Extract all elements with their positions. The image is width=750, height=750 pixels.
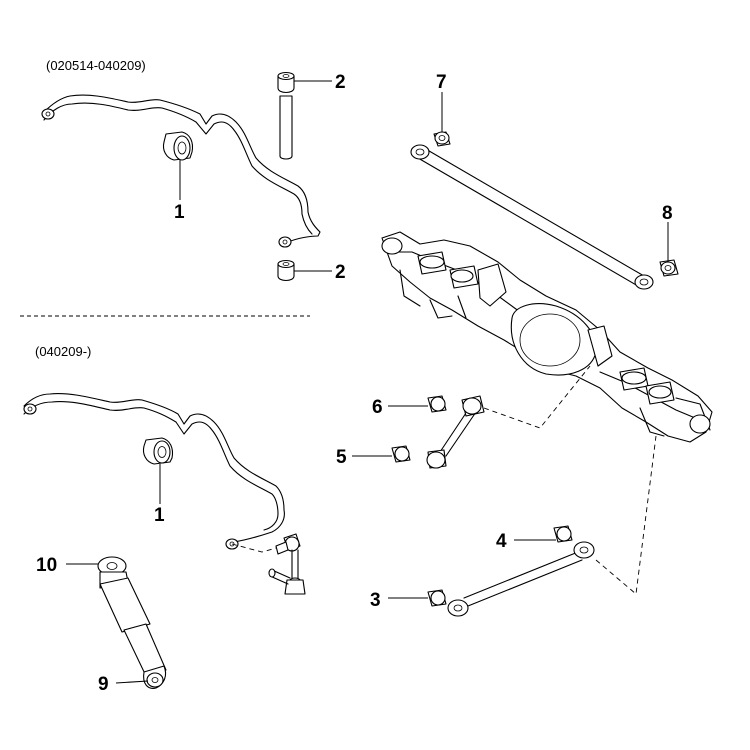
callout-3: 3 <box>370 590 381 611</box>
dash-arm-to-axle <box>595 435 657 595</box>
bushing-8 <box>659 259 679 277</box>
period-label-upper: (020514-040209) <box>46 58 146 73</box>
bushing-3 <box>427 589 447 607</box>
callout-6: 6 <box>372 397 383 418</box>
callout-8: 8 <box>662 203 673 224</box>
dash-bar-to-link <box>231 543 277 553</box>
leader-9 <box>115 680 149 684</box>
callout-1-upper: 1 <box>174 202 185 223</box>
callout-7: 7 <box>436 72 447 93</box>
rear-axle-housing <box>381 231 713 443</box>
callout-4: 4 <box>496 531 507 552</box>
bushing-1-lower <box>142 437 174 465</box>
bushing-6 <box>427 395 447 413</box>
dash-lateral-to-axle <box>483 365 591 429</box>
bushing-5 <box>391 445 411 463</box>
stabilizer-link-lower <box>268 533 306 595</box>
shock-absorber <box>97 556 167 689</box>
stabilizer-bar-upper <box>41 94 321 248</box>
bushing-4 <box>553 525 573 543</box>
bushing-7 <box>433 131 451 147</box>
lower-control-arm <box>447 541 595 617</box>
callout-2-bottom: 2 <box>335 262 346 283</box>
period-label-lower: (040209-) <box>35 344 91 359</box>
stabilizer-bar-lower <box>23 393 285 550</box>
callout-10: 10 <box>36 555 57 576</box>
lateral-rod <box>426 395 485 469</box>
callout-9: 9 <box>98 674 109 695</box>
upper-control-rod <box>410 144 654 290</box>
callout-5: 5 <box>336 447 347 468</box>
bushing-1-upper <box>162 131 194 161</box>
link-rod-2-upper <box>277 71 295 282</box>
callout-2-top: 2 <box>335 72 346 93</box>
callout-1-lower: 1 <box>154 505 165 526</box>
